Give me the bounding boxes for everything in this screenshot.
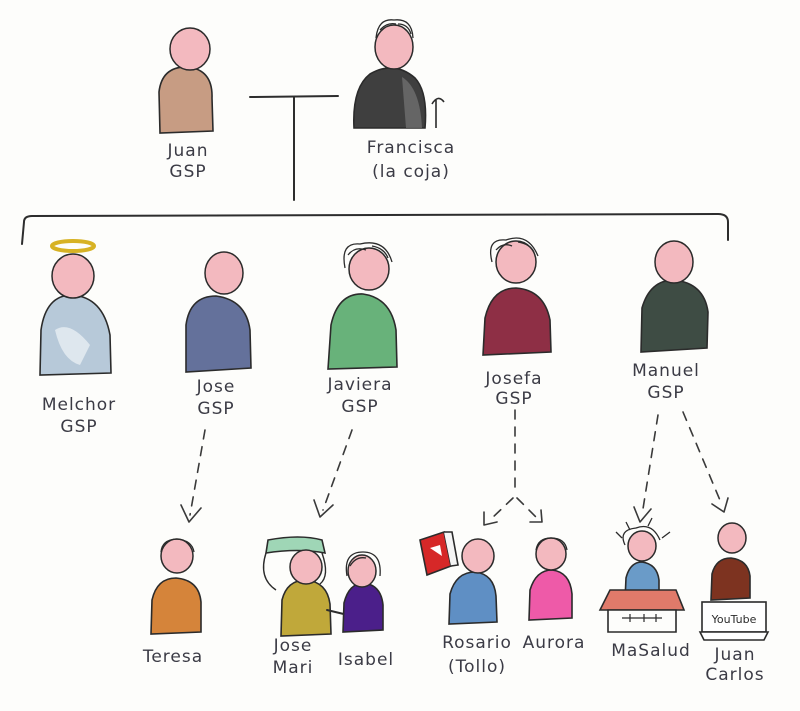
surname-juan: GSP xyxy=(169,162,206,182)
name-teresa: Teresa xyxy=(142,647,203,667)
name-isabel: Isabel xyxy=(338,650,394,670)
surname-manuel: GSP xyxy=(647,383,684,403)
person-masalud: MaSalud xyxy=(598,517,691,661)
name-jose-mari-1: Jose xyxy=(273,636,313,656)
person-teresa: Teresa xyxy=(142,538,203,667)
halo-icon xyxy=(50,239,96,253)
cane-icon xyxy=(431,97,445,128)
name-juan: Juan xyxy=(167,141,209,161)
name-melchor: Melchor xyxy=(42,395,116,415)
name-aurora: Aurora xyxy=(523,633,586,653)
surname-javiera: GSP xyxy=(341,397,378,417)
person-juan: Juan GSP xyxy=(158,27,214,182)
nickname-rosario: (Tollo) xyxy=(448,657,506,677)
surname-melchor: GSP xyxy=(60,417,97,437)
name-masalud: MaSalud xyxy=(611,641,691,661)
name-rosario: Rosario xyxy=(442,633,512,653)
surname-josefa: GSP xyxy=(495,389,532,409)
note-francisca: (la coja) xyxy=(372,162,450,182)
person-francisca: Francisca (la coja) xyxy=(353,19,455,182)
name-josefa: Josefa xyxy=(484,369,542,389)
arrow-javiera-josemari xyxy=(322,429,353,511)
person-javiera: Javiera GSP xyxy=(326,242,398,417)
surname-jose: GSP xyxy=(197,399,234,419)
person-manuel: Manuel GSP xyxy=(632,240,709,403)
person-jose-mari: Jose Mari xyxy=(262,536,353,678)
arrow-manuel-juancarlos xyxy=(682,411,723,506)
person-rosario: Rosario (Tollo) xyxy=(419,530,512,677)
book-icon xyxy=(419,530,459,577)
laptop-icon: YouTube xyxy=(698,601,770,641)
name-juan-carlos-1: Juan xyxy=(714,645,756,665)
desk-icon xyxy=(598,589,686,633)
arrow-manuel-masalud xyxy=(641,414,659,516)
person-melchor: Melchor GSP xyxy=(39,239,116,437)
person-isabel: Isabel xyxy=(338,551,394,670)
name-manuel: Manuel xyxy=(632,361,700,381)
name-juan-carlos-2: Carlos xyxy=(705,665,764,685)
youtube-label: YouTube xyxy=(711,613,757,626)
children-bracket xyxy=(21,212,729,245)
name-jose: Jose xyxy=(196,377,236,397)
descendant-arrows xyxy=(180,409,729,526)
person-juan-carlos: YouTube Juan Carlos xyxy=(698,522,770,685)
name-jose-mari-2: Mari xyxy=(273,658,314,678)
arrow-jose-teresa xyxy=(189,429,206,516)
person-aurora: Aurora xyxy=(523,537,586,653)
hat-icon xyxy=(265,536,327,555)
person-josefa: Josefa GSP xyxy=(482,237,552,409)
name-francisca: Francisca xyxy=(367,138,455,158)
name-javiera: Javiera xyxy=(326,375,392,395)
connector-lines xyxy=(21,95,729,245)
person-jose: Jose GSP xyxy=(185,251,252,419)
